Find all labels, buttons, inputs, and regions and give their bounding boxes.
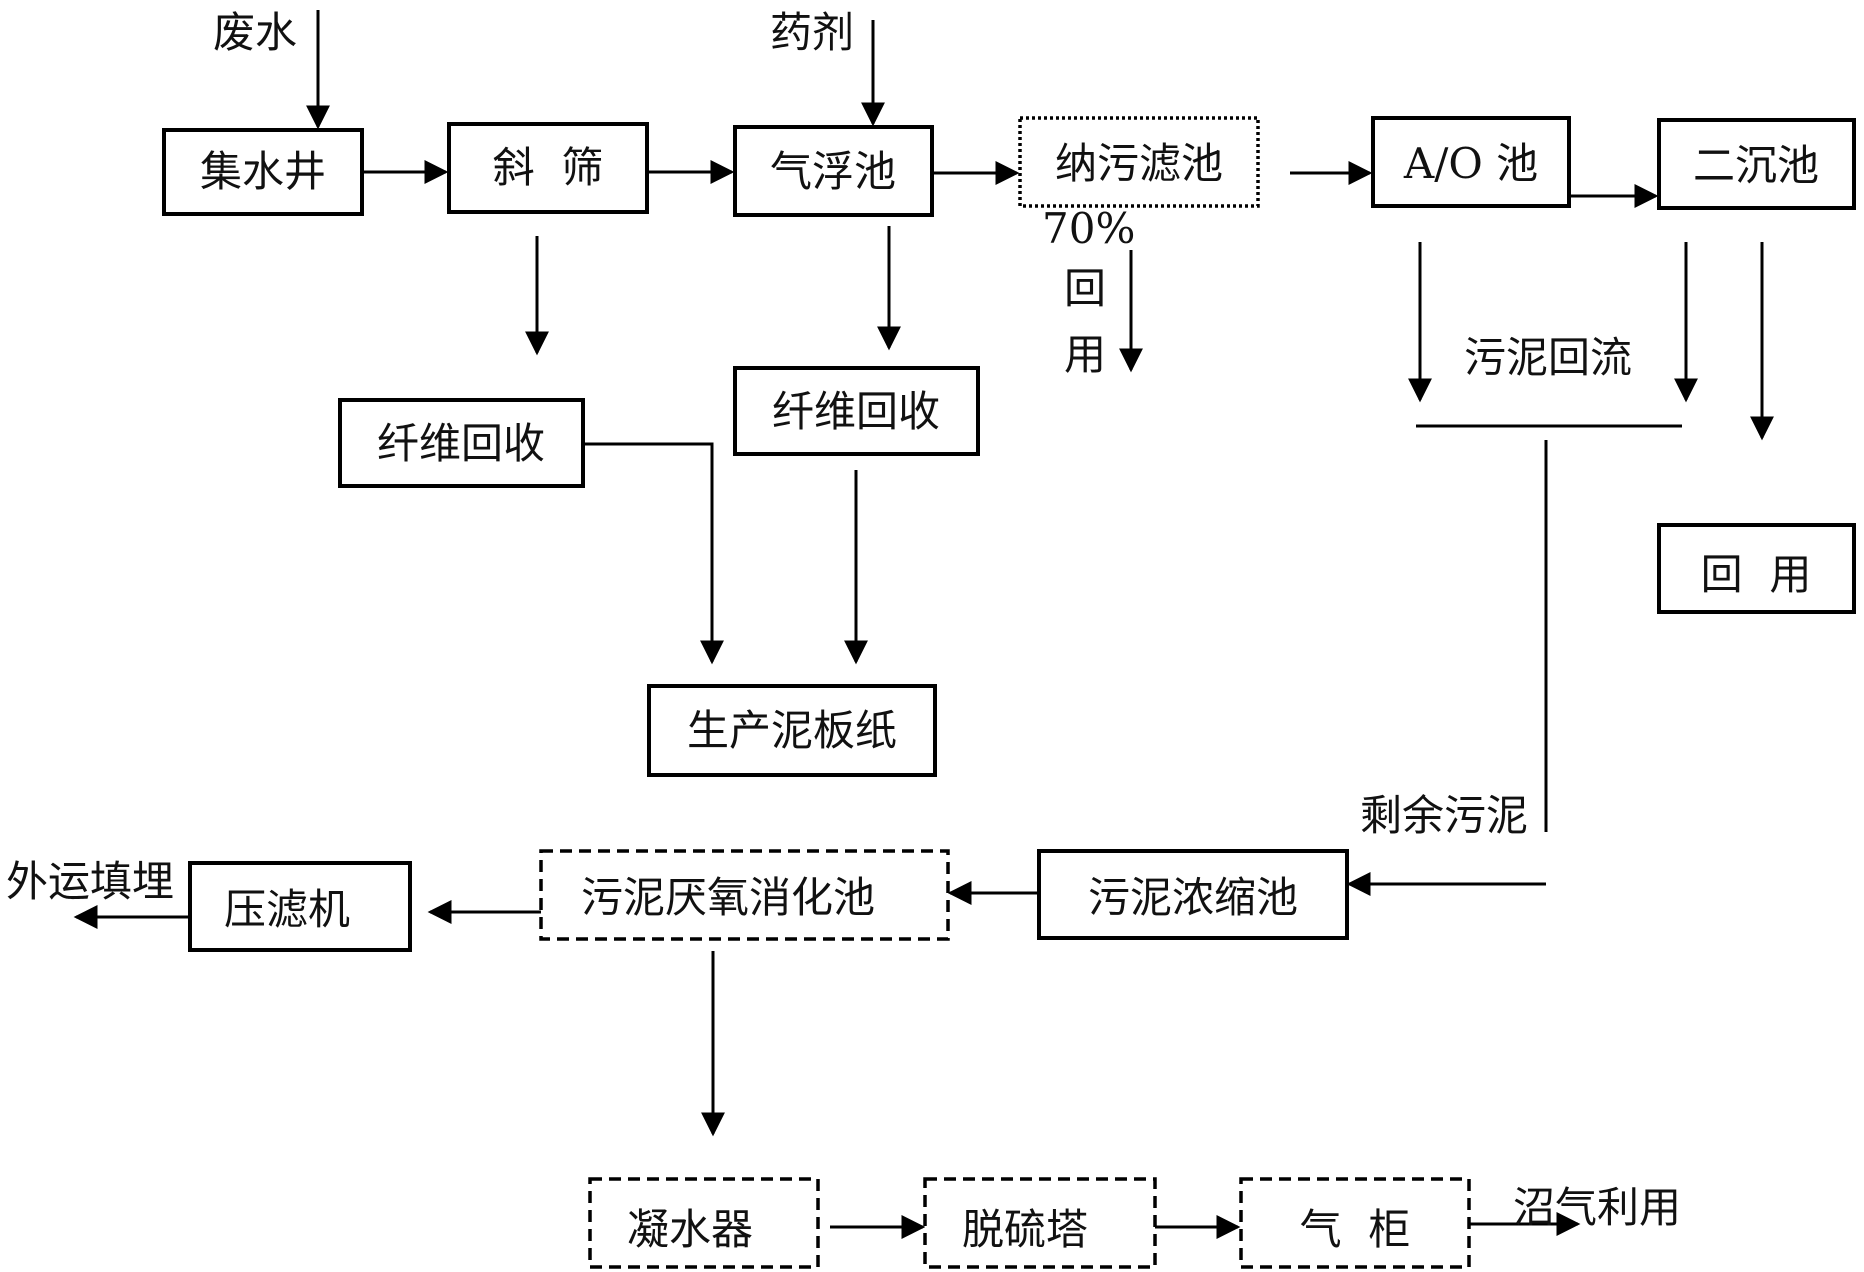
air-flotation-label: 气浮池 — [770, 147, 896, 196]
reuse-box — [1657, 523, 1856, 614]
ao-tank-box — [1371, 116, 1571, 208]
desulfurizer-label: 脱硫塔 — [962, 1205, 1088, 1254]
reuse-hui-label: 回 — [1064, 264, 1106, 313]
nano-filter-box — [1018, 116, 1260, 208]
fiber-recovery-2-label: 纤维回收 — [772, 387, 940, 436]
fiber-recovery-1-box — [338, 398, 585, 488]
collection-well-box — [162, 128, 364, 216]
biogas-use-label: 沼气利用 — [1513, 1183, 1681, 1232]
secondary-clarifier-box — [1657, 118, 1856, 210]
filter-press-box — [188, 861, 412, 952]
landfill-label: 外运填埋 — [6, 857, 174, 906]
mud-board-paper-label: 生产泥板纸 — [687, 706, 897, 755]
condenser-box — [588, 1177, 820, 1269]
inclined-screen-label: 斜 筛 — [493, 143, 604, 192]
inclined-screen-box — [447, 122, 649, 214]
excess-sludge-label: 剩余污泥 — [1360, 791, 1528, 840]
secondary-clarifier-label: 二沉池 — [1693, 141, 1819, 190]
air-flotation-box — [733, 125, 934, 217]
fiber-recovery-1-label: 纤维回收 — [377, 419, 545, 468]
nano-filter-label: 纳污滤池 — [1055, 139, 1223, 188]
filter-press-label: 压滤机 — [224, 885, 350, 934]
anaerobic-digester-box — [539, 849, 950, 941]
sludge-thickener-label: 污泥浓缩池 — [1088, 873, 1298, 922]
reuse-box-label: 回 用 — [1701, 550, 1812, 599]
desulfurizer-box — [923, 1177, 1157, 1269]
mud-board-paper-box — [647, 684, 937, 777]
percent-70-label: 70% — [1042, 204, 1135, 253]
chemicals-input-label: 药剂 — [770, 8, 854, 57]
sludge-return-label: 污泥回流 — [1464, 333, 1632, 382]
reuse-yong-label: 用 — [1064, 330, 1106, 379]
gas-holder-label: 气 柜 — [1300, 1205, 1411, 1254]
fiber-recovery-2-box — [733, 366, 980, 456]
anaerobic-digester-label: 污泥厌氧消化池 — [581, 873, 875, 922]
collection-well-label: 集水井 — [200, 147, 326, 196]
ao-tank-label: A/O 池 — [1403, 139, 1538, 188]
wastewater-input-label: 废水 — [213, 8, 297, 57]
condenser-label: 凝水器 — [627, 1205, 753, 1254]
fiber1-to-paper-arrow — [583, 442, 724, 665]
